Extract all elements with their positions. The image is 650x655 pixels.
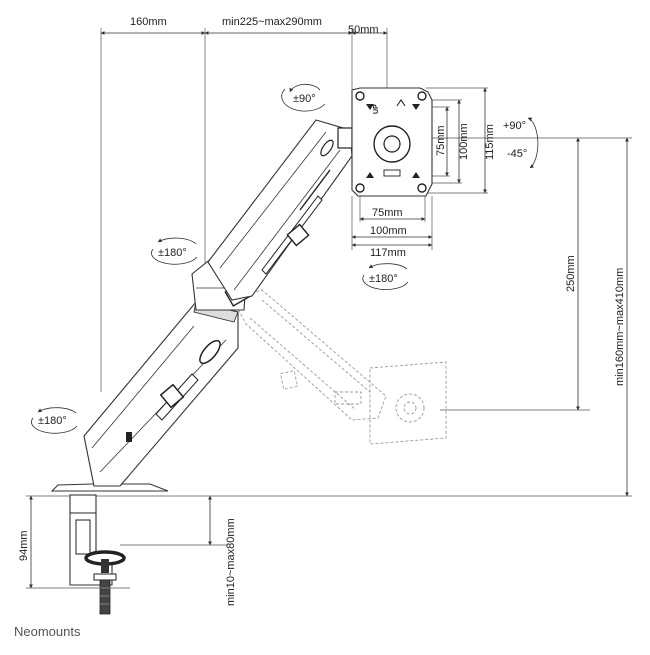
label-vesa-h-small: 75mm	[372, 207, 403, 219]
label-head-rotation: ±90°	[293, 93, 316, 105]
label-vesa-h-large: 100mm	[370, 225, 407, 237]
label-plate-offset: 50mm	[348, 24, 379, 36]
dimension-lines	[29, 31, 629, 589]
label-vesa-v-large: 100mm	[458, 123, 470, 160]
rotation-indicators	[31, 83, 539, 434]
label-vesa-v-small: 75mm	[435, 125, 447, 156]
label-plate-width: 117mm	[370, 247, 406, 259]
label-upper-arm-swivel: ±180°	[158, 247, 187, 259]
lowered-arm-ghost	[231, 289, 447, 445]
brand-logo: Neomounts	[14, 624, 81, 639]
label-arm-reach: min225~max290mm	[222, 16, 322, 28]
label-tilt-up: +90°	[503, 120, 526, 132]
label-desk-thickness: min10~max80mm	[225, 518, 237, 606]
plate-up-marking: UP	[373, 104, 380, 114]
label-base-swivel: ±180°	[38, 415, 67, 427]
lower-arm	[83, 301, 239, 487]
upper-arm	[207, 119, 353, 301]
label-arm-offset: 160mm	[130, 16, 167, 28]
label-head-swivel: ±180°	[369, 273, 398, 285]
label-height-travel: 250mm	[565, 255, 577, 292]
vesa-plate: UP	[351, 87, 433, 197]
rotation-labels: ±90° +90° -45° ±180° ±180° ±180°	[38, 93, 527, 427]
label-plate-height: 115mm	[484, 124, 496, 160]
label-clamp-height: 94mm	[18, 530, 30, 561]
label-tilt-down: -45°	[507, 148, 527, 160]
desk-clamp	[50, 483, 169, 615]
extension-lines	[26, 28, 632, 589]
label-height-range: min160mm~max410mm	[614, 268, 626, 386]
dimension-labels: 160mm min225~max290mm 50mm 75mm 100mm 11…	[18, 16, 626, 606]
